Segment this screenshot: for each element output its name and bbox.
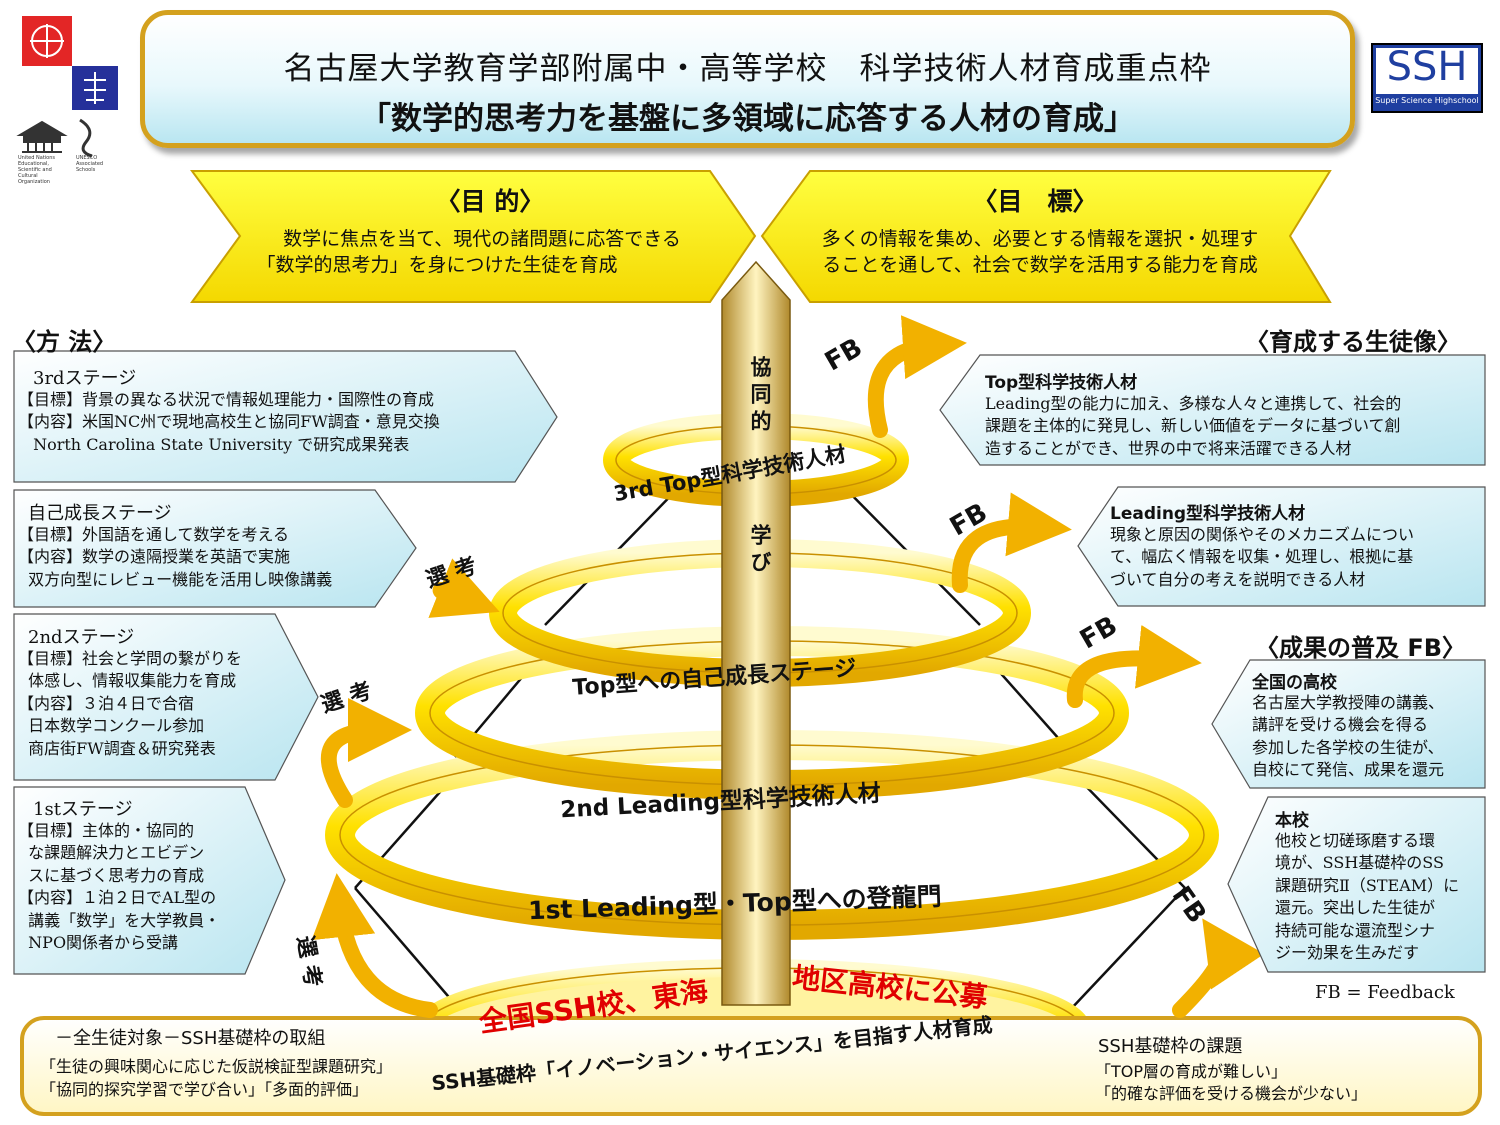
pillar-arrow bbox=[721, 260, 791, 1006]
bottom-right-line1: 「TOP層の育成が難しい」 bbox=[1095, 1062, 1288, 1081]
stage2-line5: 商店街FW調査＆研究発表 bbox=[18, 739, 216, 758]
fb-arrow-2 bbox=[951, 492, 1072, 593]
select-arrow-3 bbox=[311, 873, 438, 1018]
stage1-line1: 【目標】主体的・協同的 bbox=[18, 821, 195, 840]
goal-arrow-shape bbox=[760, 170, 1332, 303]
unesco-schools-text: UNESCO Associated Schools bbox=[76, 155, 104, 173]
national-head: 全国の高校 bbox=[1252, 673, 1337, 693]
goal-label: 〈目 標〉 bbox=[972, 187, 1098, 216]
title-box: 名古屋大学教育学部附属中・高等学校 科学技術人材育成重点枠 「数学的思考力を基盤… bbox=[140, 10, 1355, 148]
stage1-line5: 講義「数学」を大学教員・ bbox=[18, 911, 221, 930]
title-line2: 「数学的思考力を基盤に多領域に応答する人材の育成」 bbox=[360, 101, 1135, 137]
unesco-text: United Nations Educational, Scientific a… bbox=[18, 155, 56, 185]
image-label: 〈育成する生徒像〉 bbox=[1245, 328, 1461, 356]
stage1-line3: スに基づく思考力の育成 bbox=[18, 866, 205, 885]
national-line2: 講評を受ける機会を得る bbox=[1252, 715, 1429, 734]
top-talent-line1: Leading型の能力に加え、多様な人々と連携して、社会的 bbox=[985, 394, 1402, 413]
leading-talent-line3: づいて自分の考えを説明できる人材 bbox=[1110, 570, 1366, 589]
self-head: 自己成長ステージ bbox=[28, 503, 172, 524]
results-label: 〈成果の普及 FB〉 bbox=[1255, 634, 1467, 662]
stage2-line1: 【目標】社会と学問の繋がりを bbox=[18, 649, 243, 668]
fb-arrow-1 bbox=[867, 315, 967, 438]
bottom-left-line1: 「生徒の興味関心に応じた仮説検証型課題研究」 bbox=[40, 1057, 393, 1076]
box-leading-shape bbox=[1077, 486, 1486, 607]
bottom-right-head: SSH基礎枠の課題 bbox=[1098, 1036, 1243, 1057]
goal-text-1: 多くの情報を集め、必要とする情報を選択・処理す bbox=[821, 228, 1259, 250]
pillar-upper-text: 協同的 bbox=[748, 356, 772, 437]
school-head: 本校 bbox=[1275, 811, 1309, 831]
stage1-line6: NPO関係者から受講 bbox=[18, 933, 179, 952]
top-talent-head: Top型科学技術人材 bbox=[985, 373, 1138, 393]
ssh-logo-subtext: Super Science Highschool bbox=[1375, 96, 1479, 105]
bottom-left-line2: 「協同的探究学習で学び合い」「多面的評価」 bbox=[40, 1080, 369, 1099]
fb-arrow-3 bbox=[1066, 624, 1202, 708]
unesco-temple-icon bbox=[16, 120, 68, 153]
stage1-line4: 【内容】１泊２日でAL型の bbox=[18, 888, 217, 907]
school-line5: 持続可能な還流型シナ bbox=[1275, 921, 1436, 940]
top-talent-line3: 造することができ、世界の中で将来活躍できる人材 bbox=[985, 439, 1352, 458]
select-arrow-1 bbox=[428, 558, 500, 618]
stage3-line3: North Carolina State University で研究成果発表 bbox=[28, 435, 410, 454]
stage3-head: 3rdステージ bbox=[33, 368, 137, 389]
bottom-box-shape bbox=[20, 1016, 1482, 1116]
box-3rd-shape bbox=[13, 350, 558, 483]
box-school-shape bbox=[1227, 796, 1486, 973]
purpose-label: 〈目 的〉 bbox=[435, 187, 545, 216]
purpose-arrow-shape bbox=[190, 170, 757, 303]
self-line3: 双方向型にレビュー機能を活用し映像講義 bbox=[18, 570, 333, 589]
stage2-line2: 体感し、情報収集能力を育成 bbox=[18, 671, 237, 690]
national-line4: 自校にて発信、成果を還元 bbox=[1252, 760, 1445, 779]
purpose-text-2: 「数学的思考力」を身につけた生徒を育成 bbox=[256, 254, 618, 276]
box-2nd-shape bbox=[13, 613, 319, 781]
box-top-shape bbox=[939, 354, 1486, 466]
school-line4: 還元。突出した生徒が bbox=[1275, 898, 1436, 917]
school-line3: 課題研究Ⅱ（STEAM）に bbox=[1275, 876, 1460, 895]
method-label: 〈方 法〉 bbox=[12, 328, 117, 356]
school-line6: ジー効果を生みだす bbox=[1275, 943, 1420, 962]
box-national-shape bbox=[1211, 659, 1486, 789]
box-1st-shape bbox=[13, 786, 286, 975]
school-line2: 境が、SSH基礎枠のSS bbox=[1275, 853, 1444, 872]
bottom-left-head: －全生徒対象－SSH基礎枠の取組 bbox=[55, 1028, 326, 1049]
bottom-right-line2: 「的確な評価を受ける機会が少ない」 bbox=[1095, 1084, 1368, 1103]
leading-talent-line2: て、幅広く情報を収集・処理し、根拠に基 bbox=[1110, 547, 1414, 566]
stage1-line2: な課題解決力とエビデン bbox=[18, 843, 205, 862]
goal-text-2: ることを通して、社会で数学を活用する能力を育成 bbox=[822, 254, 1258, 276]
purpose-text-1: 数学に焦点を当て、現代の諸問題に応答できる bbox=[283, 228, 681, 250]
pillar-lower-text: 学び bbox=[748, 524, 772, 578]
ssh-logo-text: SSH bbox=[1386, 44, 1468, 90]
national-line3: 参加した各学校の生徒が、 bbox=[1252, 738, 1444, 757]
stage2-head: 2ndステージ bbox=[28, 627, 135, 648]
leading-talent-line1: 現象と原因の関係やそのメカニズムについ bbox=[1110, 525, 1415, 544]
stage1-head: 1stステージ bbox=[33, 799, 133, 820]
box-self-shape bbox=[13, 489, 417, 608]
stage2-line3: 【内容】３泊４日で合宿 bbox=[18, 694, 195, 713]
school-line1: 他校と切磋琢磨する環 bbox=[1275, 831, 1436, 850]
fb-arrow-4 bbox=[1172, 918, 1265, 1018]
national-line1: 名古屋大学教授陣の講義、 bbox=[1252, 693, 1445, 712]
select-arrow-2 bbox=[320, 698, 412, 808]
stage2-line4: 日本数学コンクール参加 bbox=[18, 716, 205, 735]
fb-legend: FB = Feedback bbox=[1315, 982, 1455, 1003]
leading-talent-head: Leading型科学技術人材 bbox=[1110, 504, 1306, 524]
self-line1: 【目標】外国語を通して数学を考える bbox=[18, 525, 290, 544]
top-talent-line2: 課題を主体的に発見し、新しい価値をデータに基づいて創 bbox=[985, 416, 1401, 435]
stage3-line2: 【内容】米国NC州で現地高校生と協同FW調査・意見交換 bbox=[18, 412, 440, 431]
self-line2: 【内容】数学の遠隔授業を英語で実施 bbox=[18, 547, 291, 566]
title-line1: 名古屋大学教育学部附属中・高等学校 科学技術人材育成重点枠 bbox=[283, 51, 1212, 87]
stage3-line1: 【目標】背景の異なる状況で情報処理能力・国際性の育成 bbox=[18, 390, 435, 409]
